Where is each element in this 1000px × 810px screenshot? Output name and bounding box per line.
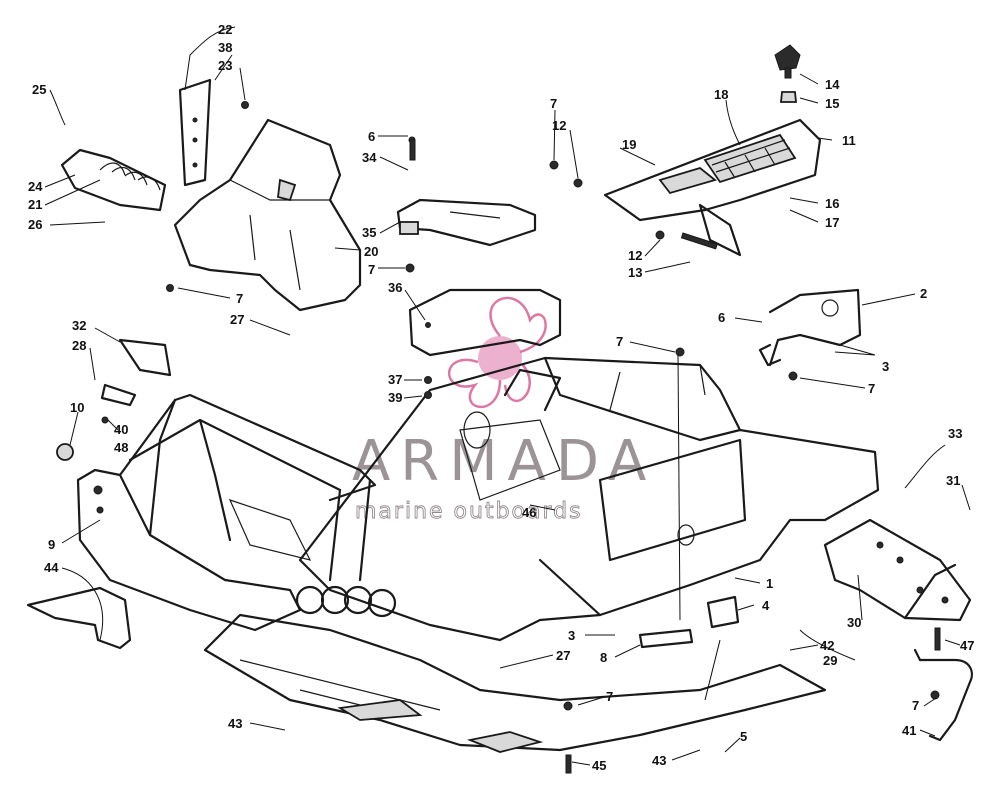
callout-46: 46 <box>522 505 536 520</box>
callout-4: 4 <box>762 598 770 613</box>
watermark-brand: ARMADA <box>352 429 656 494</box>
callout-7-c: 7 <box>550 96 557 111</box>
callout-16: 16 <box>825 196 839 211</box>
callout-7-f: 7 <box>606 689 613 704</box>
callout-47: 47 <box>960 638 974 653</box>
callout-32: 32 <box>72 318 86 333</box>
callout-18: 18 <box>714 87 728 102</box>
callout-17: 17 <box>825 215 839 230</box>
callout-labels: 22 38 23 25 24 21 26 20 27 7 6 34 35 7 7… <box>28 22 974 773</box>
callout-35: 35 <box>362 225 376 240</box>
callout-43-right: 43 <box>652 753 666 768</box>
callout-7-b: 7 <box>368 262 375 277</box>
callout-27-top: 27 <box>230 312 244 327</box>
callout-24: 24 <box>28 179 43 194</box>
callout-3-a: 3 <box>882 359 889 374</box>
callout-31: 31 <box>946 473 960 488</box>
callout-6-b: 6 <box>718 310 725 325</box>
air-intake-part <box>60 148 167 212</box>
callout-41: 41 <box>902 723 916 738</box>
callout-5: 5 <box>740 729 747 744</box>
callout-9: 9 <box>48 537 55 552</box>
callout-34: 34 <box>362 150 377 165</box>
callout-7-d: 7 <box>868 381 875 396</box>
knob-part <box>774 44 801 103</box>
callout-2: 2 <box>920 286 927 301</box>
running-board-part <box>603 118 822 257</box>
callout-15: 15 <box>825 96 839 111</box>
callout-8: 8 <box>600 650 607 665</box>
callout-26: 26 <box>28 217 42 232</box>
watermark-logo <box>447 296 547 409</box>
watermark-tagline: marine outboards <box>355 499 583 524</box>
leader-lines <box>44 26 971 766</box>
callout-37: 37 <box>388 372 402 387</box>
callout-44: 44 <box>44 560 59 575</box>
spacer-block-part <box>638 595 740 649</box>
callout-10: 10 <box>70 400 84 415</box>
front-suspension-part <box>76 393 397 632</box>
small-hardware-part <box>56 338 172 461</box>
callout-20: 20 <box>364 244 378 259</box>
steering-bracket-part <box>408 288 562 357</box>
callout-28: 28 <box>72 338 86 353</box>
callout-19: 19 <box>622 137 636 152</box>
callout-23: 23 <box>218 58 232 73</box>
callout-33: 33 <box>948 426 962 441</box>
callout-7-e: 7 <box>616 334 623 349</box>
callout-30: 30 <box>847 615 861 630</box>
callout-29: 29 <box>823 653 837 668</box>
callout-6-a: 6 <box>368 129 375 144</box>
callout-1: 1 <box>766 576 773 591</box>
callout-27-bottom: 27 <box>556 648 570 663</box>
callout-3-b: 3 <box>568 628 575 643</box>
callout-7-a: 7 <box>236 291 243 306</box>
callout-7-g: 7 <box>912 698 919 713</box>
side-bracket-part <box>758 288 862 367</box>
rear-bumper-part <box>823 518 972 622</box>
callout-43-left: 43 <box>228 716 242 731</box>
skid-plate-part <box>203 613 827 753</box>
belly-pan-part <box>26 586 132 650</box>
callout-40: 40 <box>114 422 128 437</box>
callout-42: 42 <box>820 638 834 653</box>
callout-38: 38 <box>218 40 232 55</box>
fasteners <box>101 101 941 774</box>
callout-11: 11 <box>842 133 856 148</box>
main-frame-part <box>298 356 880 642</box>
callout-45: 45 <box>592 758 606 773</box>
callout-25: 25 <box>32 82 46 97</box>
dash-console-part <box>173 78 362 312</box>
callout-48: 48 <box>114 440 128 455</box>
callout-36: 36 <box>388 280 402 295</box>
callout-13: 13 <box>628 265 642 280</box>
mounting-bracket-part <box>396 198 537 247</box>
callout-12-b: 12 <box>628 248 642 263</box>
callout-14: 14 <box>825 77 840 92</box>
callout-12-a: 12 <box>552 118 566 133</box>
grab-handle-part <box>913 648 973 742</box>
callout-22: 22 <box>218 22 232 37</box>
callout-39: 39 <box>388 390 402 405</box>
callout-21: 21 <box>28 197 42 212</box>
